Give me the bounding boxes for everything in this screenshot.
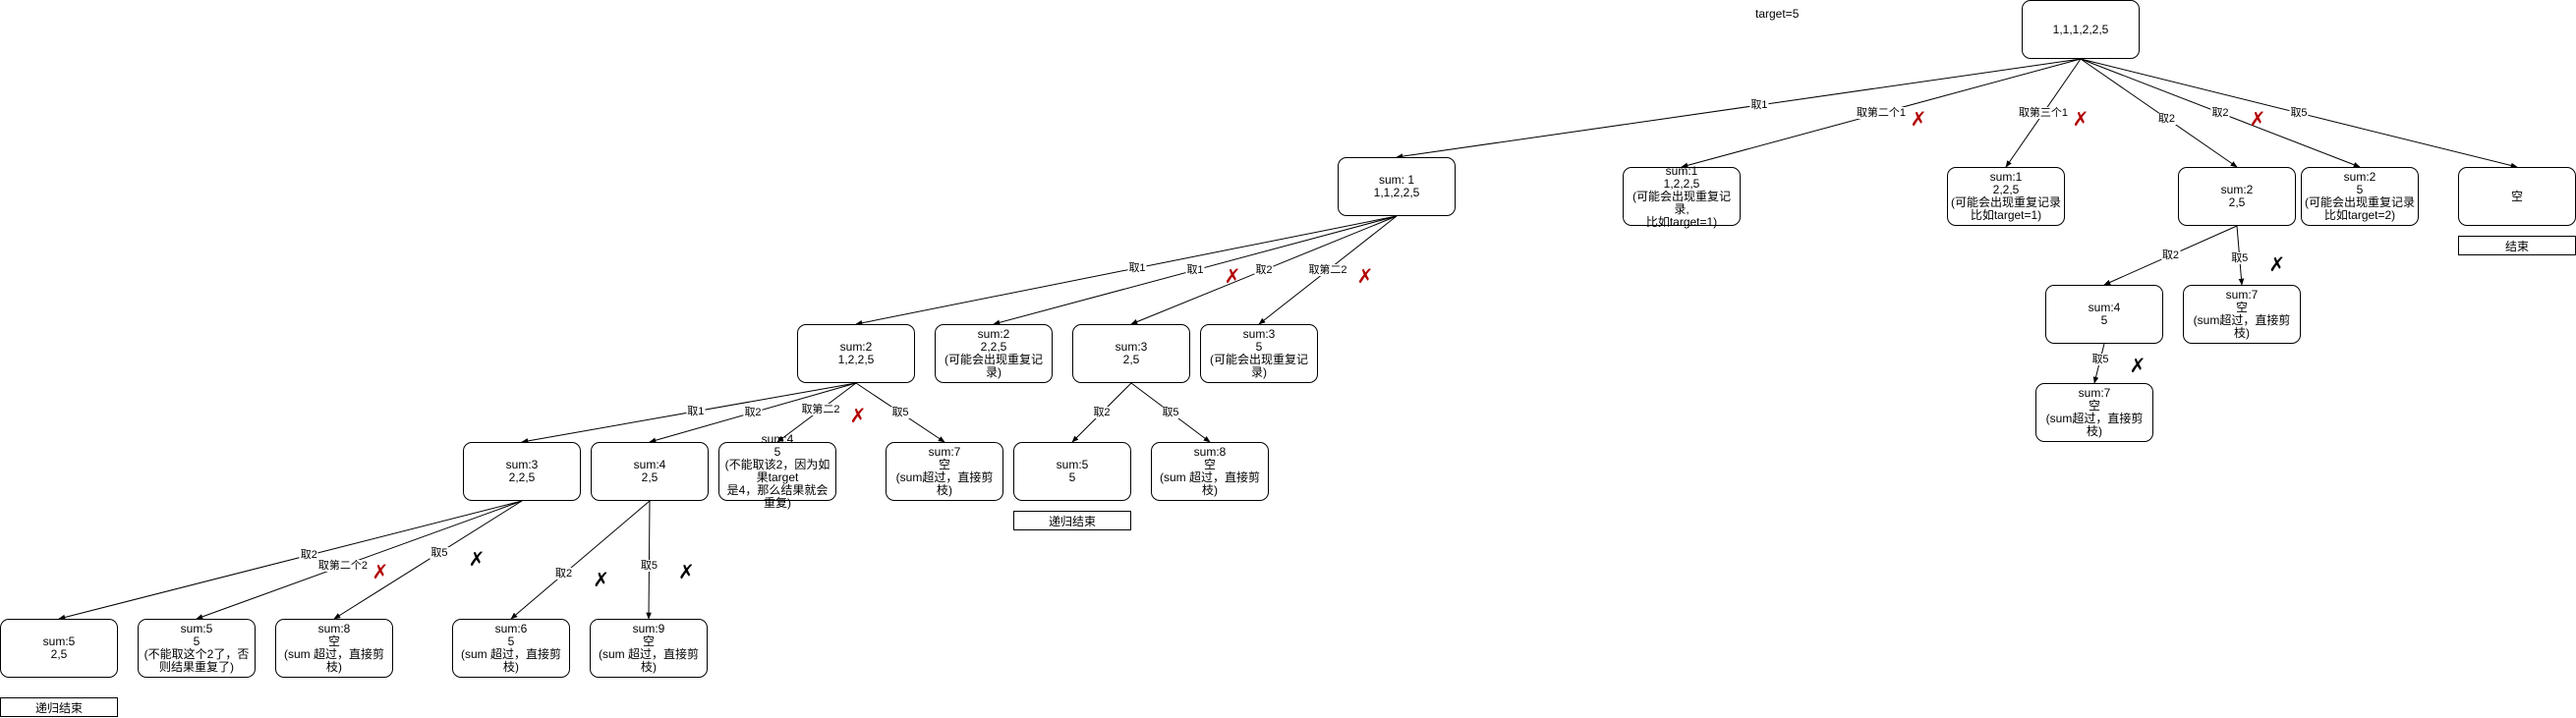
edge-label-a1-b3: 取2: [1254, 264, 1274, 276]
edge-label-c2-d4: 取2: [554, 568, 574, 580]
pruned-x-icon: ✗: [372, 560, 389, 583]
edge-label-root-a6: 取5: [2289, 107, 2309, 119]
edge-label-root-a4: 取2: [2156, 112, 2176, 125]
edge-label-b1-c2: 取2: [743, 407, 763, 418]
tree-node-c2: sum:4 2,5: [591, 442, 709, 501]
pruned-x-icon: ✗: [678, 560, 695, 583]
tree-node-c5: sum:5 5: [1013, 442, 1131, 501]
tree-node-d4: sum:6 5 (sum 超过，直接剪枝): [452, 619, 570, 678]
edge-a1-b1: [855, 215, 1398, 326]
pruned-x-icon: ✗: [2072, 107, 2089, 131]
end-tag-t2: 递归结束: [1013, 511, 1131, 530]
tree-node-b6: sum:7 空 (sum超过，直接剪枝): [2183, 285, 2301, 344]
tree-node-root: 1,1,1,2,2,5: [2022, 0, 2140, 59]
edge-label-c1-d2: 取第二个2: [316, 560, 369, 572]
tree-node-b5: sum:4 5: [2045, 285, 2163, 344]
edge-label-b1-c1: 取1: [686, 405, 706, 417]
tree-node-a4: sum:2 2,5: [2178, 167, 2296, 226]
pruned-x-icon: ✗: [849, 404, 867, 427]
pruned-x-icon: ✗: [2129, 354, 2147, 377]
tree-node-c3: sum:4 5 (不能取该2，因为如果target 是4，那么结果就会重复): [718, 433, 836, 510]
pruned-x-icon: ✗: [2268, 252, 2286, 276]
edge-label-b5-b7: 取5: [2090, 354, 2110, 365]
edge-label-b1-c4: 取5: [890, 407, 910, 418]
tree-node-a5: sum:2 5 (可能会出现重复记录 比如target=2): [2301, 167, 2419, 226]
edge-c2-d4: [510, 500, 651, 620]
page-title: target=5: [1755, 7, 1800, 21]
edge-label-root-a1: 取1: [1749, 99, 1769, 111]
tree-node-c4: sum:7 空 (sum超过，直接剪枝): [886, 442, 1003, 501]
tree-node-d3: sum:8 空 (sum 超过，直接剪枝): [275, 619, 393, 678]
tree-node-a3: sum:1 2,2,5 (可能会出现重复记录 比如target=1): [1947, 167, 2065, 226]
edge-label-root-a5: 取2: [2210, 107, 2230, 119]
tree-node-b7: sum:7 空 (sum超过，直接剪枝): [2035, 383, 2153, 442]
end-tag-t1: 结束: [2458, 236, 2576, 255]
edge-root-a1: [1396, 58, 2082, 159]
edge-label-a4-b6: 取5: [2230, 252, 2250, 264]
edge-label-a4-b5: 取2: [2160, 249, 2181, 261]
tree-node-d2: sum:5 5 (不能取这个2了，否 则结果重复了): [138, 619, 256, 678]
edge-label-a1-b2: 取1: [1185, 264, 1205, 276]
tree-node-c6: sum:8 空 (sum 超过，直接剪枝): [1151, 442, 1269, 501]
edge-label-b3-c5: 取2: [1092, 407, 1112, 418]
edge-label-c2-d5: 取5: [639, 560, 658, 572]
pruned-x-icon: ✗: [468, 546, 486, 571]
edge-c1-d3: [333, 500, 523, 620]
edge-label-a1-b1: 取1: [1127, 261, 1147, 274]
tree-node-b2: sum:2 2,2,5 (可能会出现重复记录): [935, 324, 1053, 383]
edge-label-b1-c3: 取第二2: [800, 404, 841, 415]
edge-label-root-a2: 取第二个1: [1855, 107, 1908, 119]
pruned-x-icon: ✗: [593, 568, 609, 592]
edge-label-b3-c6: 取5: [1161, 407, 1180, 418]
tree-node-a1: sum: 1 1,1,2,2,5: [1338, 157, 1456, 216]
tree-node-a6: 空: [2458, 167, 2576, 226]
end-tag-t3: 递归结束: [0, 697, 118, 717]
pruned-x-icon: ✗: [1356, 264, 1374, 288]
edge-c1-d1: [58, 500, 523, 621]
edge-label-a1-b4: 取第二2: [1307, 264, 1348, 276]
tree-node-c1: sum:3 2,2,5: [463, 442, 581, 501]
edge-label-c1-d3: 取5: [429, 546, 449, 559]
edge-label-root-a3: 取第三个1: [2017, 107, 2070, 119]
tree-node-d1: sum:5 2,5: [0, 619, 118, 678]
tree-node-b3: sum:3 2,5: [1072, 324, 1190, 383]
tree-node-d5: sum:9 空 (sum 超过，直接剪枝): [590, 619, 708, 678]
tree-node-b4: sum:3 5 (可能会出现重复记录): [1200, 324, 1318, 383]
tree-node-a2: sum:1 1,2,2,5 (可能会出现重复记录, 比如target=1): [1623, 164, 1741, 228]
pruned-x-icon: ✗: [1910, 107, 1927, 131]
tree-node-b1: sum:2 1,2,2,5: [797, 324, 915, 383]
pruned-x-icon: ✗: [2249, 107, 2266, 131]
edge-label-c1-d1: 取2: [299, 549, 318, 562]
pruned-x-icon: ✗: [1224, 264, 1241, 288]
